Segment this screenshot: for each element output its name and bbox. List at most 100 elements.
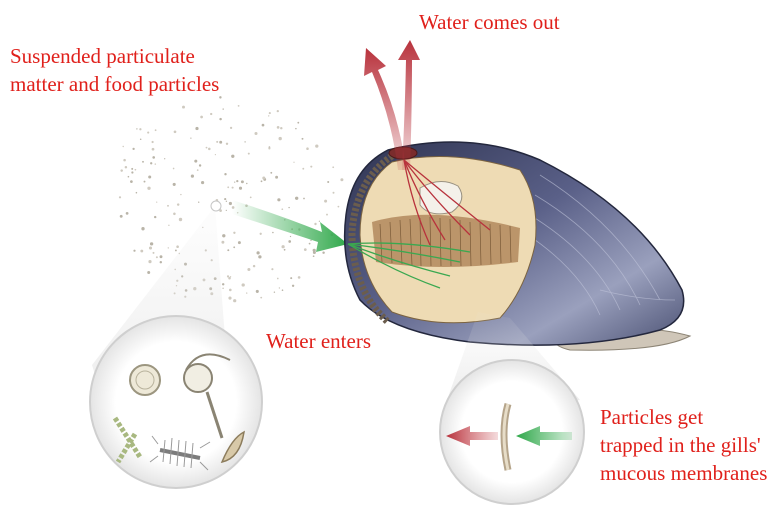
particle-dot	[246, 183, 247, 184]
particle-dot	[199, 164, 201, 166]
particle-dot	[206, 147, 208, 149]
particle-dot	[139, 128, 141, 130]
particle-dot	[250, 196, 252, 198]
particle-dot	[140, 138, 142, 140]
particle-dot	[141, 227, 144, 230]
particle-dot	[222, 108, 223, 109]
particle-dot	[229, 202, 232, 205]
particle-dot	[239, 187, 242, 190]
particle-dot	[148, 175, 151, 178]
particle-dot	[168, 247, 169, 248]
particle-dot	[222, 234, 225, 237]
particle-dot	[224, 198, 226, 200]
particle-dot	[233, 246, 235, 248]
particle-dot	[315, 144, 318, 147]
particle-dot	[173, 168, 175, 170]
particle-dot	[152, 148, 155, 151]
particle-dot	[226, 201, 227, 202]
particle-dot	[303, 198, 305, 200]
particle-dot	[226, 143, 228, 145]
particle-dot	[234, 181, 235, 182]
particle-dot	[268, 147, 270, 149]
particle-dot	[190, 137, 191, 138]
trapped-label-line-3: mucous membranes	[600, 459, 767, 487]
particle-dot	[274, 292, 275, 293]
particle-dot	[219, 118, 221, 120]
particle-dot	[270, 172, 272, 174]
particle-dot	[298, 276, 301, 279]
particle-dot	[271, 268, 273, 270]
particle-dot	[228, 297, 231, 300]
particle-dot	[293, 162, 294, 163]
particle-dot	[275, 176, 278, 179]
particle-dot	[260, 297, 262, 299]
trapped-label-line-2: trapped in the gills'	[600, 431, 767, 459]
particle-dot	[130, 180, 133, 183]
particle-dot	[282, 289, 284, 291]
particle-dot	[174, 130, 177, 133]
particle-dot	[133, 250, 135, 252]
trapped-label-line-1: Particles get	[600, 403, 767, 431]
particle-dot	[338, 206, 340, 208]
particle-dot	[147, 271, 150, 274]
particle-dot	[173, 213, 176, 216]
particle-dot	[297, 122, 299, 124]
particle-dot	[302, 138, 304, 140]
particle-dot	[224, 173, 226, 175]
particle-dot	[277, 278, 279, 280]
particle-dot	[262, 176, 265, 179]
mussel-cutaway-icon	[345, 142, 690, 350]
particle-dot	[227, 186, 229, 188]
particle-dot	[131, 168, 133, 170]
particle-dot	[222, 283, 224, 285]
particle-dot	[246, 292, 247, 293]
particle-dot	[144, 181, 146, 183]
particle-dot	[281, 208, 283, 210]
particle-dot	[340, 178, 343, 181]
water-enters-label: Water enters	[266, 327, 371, 355]
particle-dot	[229, 289, 232, 292]
particle-dot	[167, 205, 169, 207]
particle-dot	[140, 250, 143, 253]
particle-dot	[314, 223, 316, 225]
particle-dot	[262, 124, 265, 127]
particle-dot	[200, 116, 203, 119]
particle-dot	[304, 248, 307, 251]
particle-dot	[258, 255, 261, 258]
particle-dot	[248, 153, 250, 155]
particle-dot	[254, 132, 257, 135]
particle-dot	[215, 154, 216, 155]
particle-dot	[327, 181, 329, 183]
particle-dot	[256, 290, 259, 293]
particle-dot	[242, 283, 245, 286]
particle-dot	[152, 156, 155, 159]
particle-dot	[122, 146, 123, 147]
particle-dot	[148, 260, 151, 263]
water-inflow-arrow	[232, 200, 348, 252]
particle-dot	[126, 212, 129, 215]
particle-dot	[238, 241, 241, 244]
particle-dot	[319, 221, 320, 222]
particle-dot	[279, 137, 282, 140]
particle-dot	[288, 207, 289, 208]
particle-dot	[268, 115, 269, 116]
particle-dot	[155, 163, 156, 164]
particle-dot	[153, 252, 155, 254]
particle-dot	[241, 180, 244, 183]
particle-dot	[150, 162, 152, 164]
particle-dot	[230, 276, 231, 277]
particle-dot	[313, 249, 316, 252]
particle-dot	[128, 176, 130, 178]
particle-dot	[290, 277, 292, 279]
particle-dot	[290, 236, 291, 237]
particle-dot	[160, 255, 163, 258]
particle-dot	[219, 141, 222, 144]
particle-dot	[120, 169, 122, 171]
particle-dot	[244, 141, 245, 142]
particle-dot	[154, 216, 156, 218]
particle-dot	[155, 129, 157, 131]
particle-dot	[295, 128, 297, 130]
particle-dot	[131, 171, 133, 173]
particle-dot	[136, 192, 138, 194]
particle-dot	[177, 203, 179, 205]
